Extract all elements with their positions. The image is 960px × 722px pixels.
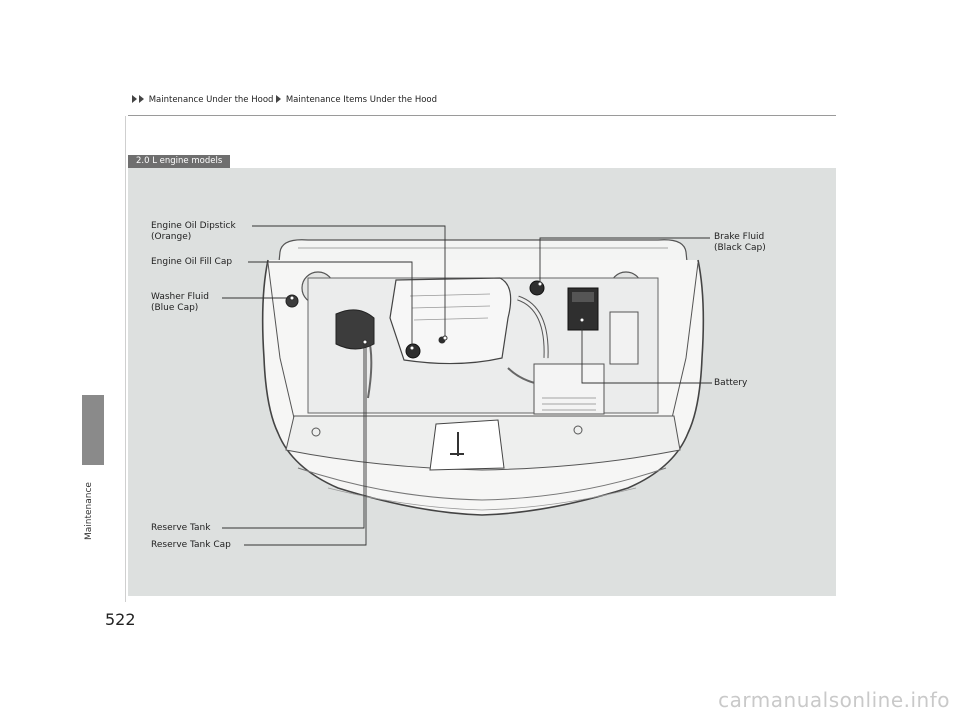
callout-engine-oil-fill-cap: Engine Oil Fill Cap bbox=[151, 257, 232, 268]
callout-sublabel: (Orange) bbox=[151, 231, 192, 242]
watermark: carmanualsonline.info bbox=[718, 688, 950, 712]
breadcrumb-arrow-icon bbox=[132, 95, 137, 103]
callout-label: Brake Fluid bbox=[714, 232, 765, 242]
header-rule bbox=[128, 115, 836, 116]
engine-bay-illustration bbox=[222, 225, 712, 546]
callout-label: Washer Fluid bbox=[151, 292, 209, 302]
breadcrumb-item[interactable]: Maintenance Under the Hood bbox=[148, 95, 274, 105]
callout-battery: Battery bbox=[714, 378, 747, 389]
section-tab-marker bbox=[82, 395, 104, 465]
callout-label: Reserve Tank Cap bbox=[151, 540, 231, 550]
callout-label: Engine Oil Dipstick bbox=[151, 221, 236, 231]
callout-label: Engine Oil Fill Cap bbox=[151, 257, 233, 267]
callout-reserve-tank: Reserve Tank bbox=[151, 523, 210, 534]
callout-sublabel: (Blue Cap) bbox=[151, 302, 199, 313]
breadcrumb-arrow-icon bbox=[276, 95, 282, 103]
callout-brake-fluid: Brake Fluid (Black Cap) bbox=[714, 232, 766, 253]
breadcrumb: Maintenance Under the Hood Maintenance I… bbox=[132, 95, 437, 105]
callout-sublabel: (Black Cap) bbox=[714, 242, 766, 253]
margin-rule bbox=[125, 116, 126, 602]
section-tab-label: Maintenance bbox=[84, 482, 94, 540]
callout-reserve-tank-cap: Reserve Tank Cap bbox=[151, 540, 231, 551]
callout-washer-fluid: Washer Fluid (Blue Cap) bbox=[151, 292, 209, 313]
page-number: 522 bbox=[105, 610, 136, 629]
breadcrumb-arrow-icon bbox=[139, 95, 144, 103]
callout-engine-oil-dipstick: Engine Oil Dipstick (Orange) bbox=[151, 221, 236, 242]
breadcrumb-item[interactable]: Maintenance Items Under the Hood bbox=[285, 95, 438, 105]
callout-label: Reserve Tank bbox=[151, 523, 211, 533]
callout-label: Battery bbox=[714, 378, 748, 388]
model-tag: 2.0 L engine models bbox=[128, 155, 231, 168]
